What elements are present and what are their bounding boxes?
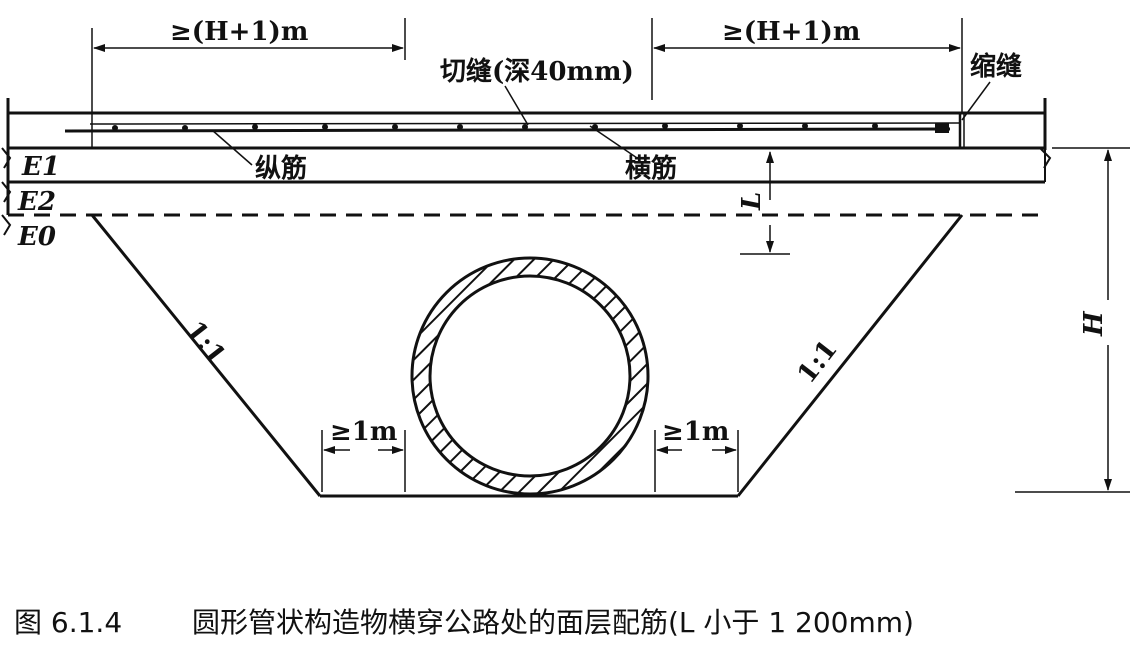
caption-text: 圆形管状构造物横穿公路处的面层配筋(L 小于 1 200mm) — [192, 606, 914, 639]
dim-h-label: H — [1079, 310, 1109, 337]
layer-e0-label: E0 — [17, 222, 56, 252]
layer-e1-label: E1 — [21, 152, 60, 182]
dim-l — [740, 151, 790, 255]
dim-left-label: ≥(H+1)m — [170, 17, 308, 47]
caption-number: 图 6.1.4 — [14, 606, 122, 639]
gap-right-dimension — [654, 430, 739, 492]
trench-outline — [90, 214, 964, 498]
longitudinal-bar-leader — [211, 129, 253, 166]
slope-right-label: 1:1 — [792, 335, 844, 390]
surface-slab — [6, 98, 1047, 150]
longitudinal-bar-label: 纵筋 — [255, 153, 307, 184]
saw-cut-label: 切缝(深40mm) — [440, 56, 634, 87]
top-dimension-left — [91, 18, 406, 113]
slab-joints — [91, 113, 965, 148]
transverse-bar-label: 横筋 — [625, 153, 677, 184]
contraction-joint-leader — [961, 81, 991, 121]
dim-h — [1015, 147, 1130, 493]
saw-cut-leader — [504, 85, 529, 126]
base-layers — [1, 147, 1052, 236]
gap-left-label: ≥1m — [330, 417, 397, 447]
top-dimension-right — [651, 18, 963, 113]
dim-right-label: ≥(H+1)m — [722, 17, 860, 47]
contraction-joint-label: 缩缝 — [970, 51, 1022, 82]
dim-l-label: L — [737, 192, 767, 211]
reinforcement-bar — [64, 122, 961, 133]
transverse-bar-leader — [589, 125, 641, 161]
gap-right-label: ≥1m — [662, 417, 729, 447]
layer-e2-label: E2 — [17, 187, 56, 217]
gap-left-dimension — [321, 430, 406, 492]
circular-pipe — [410, 256, 650, 496]
slope-left-label: 1:1 — [179, 316, 231, 371]
